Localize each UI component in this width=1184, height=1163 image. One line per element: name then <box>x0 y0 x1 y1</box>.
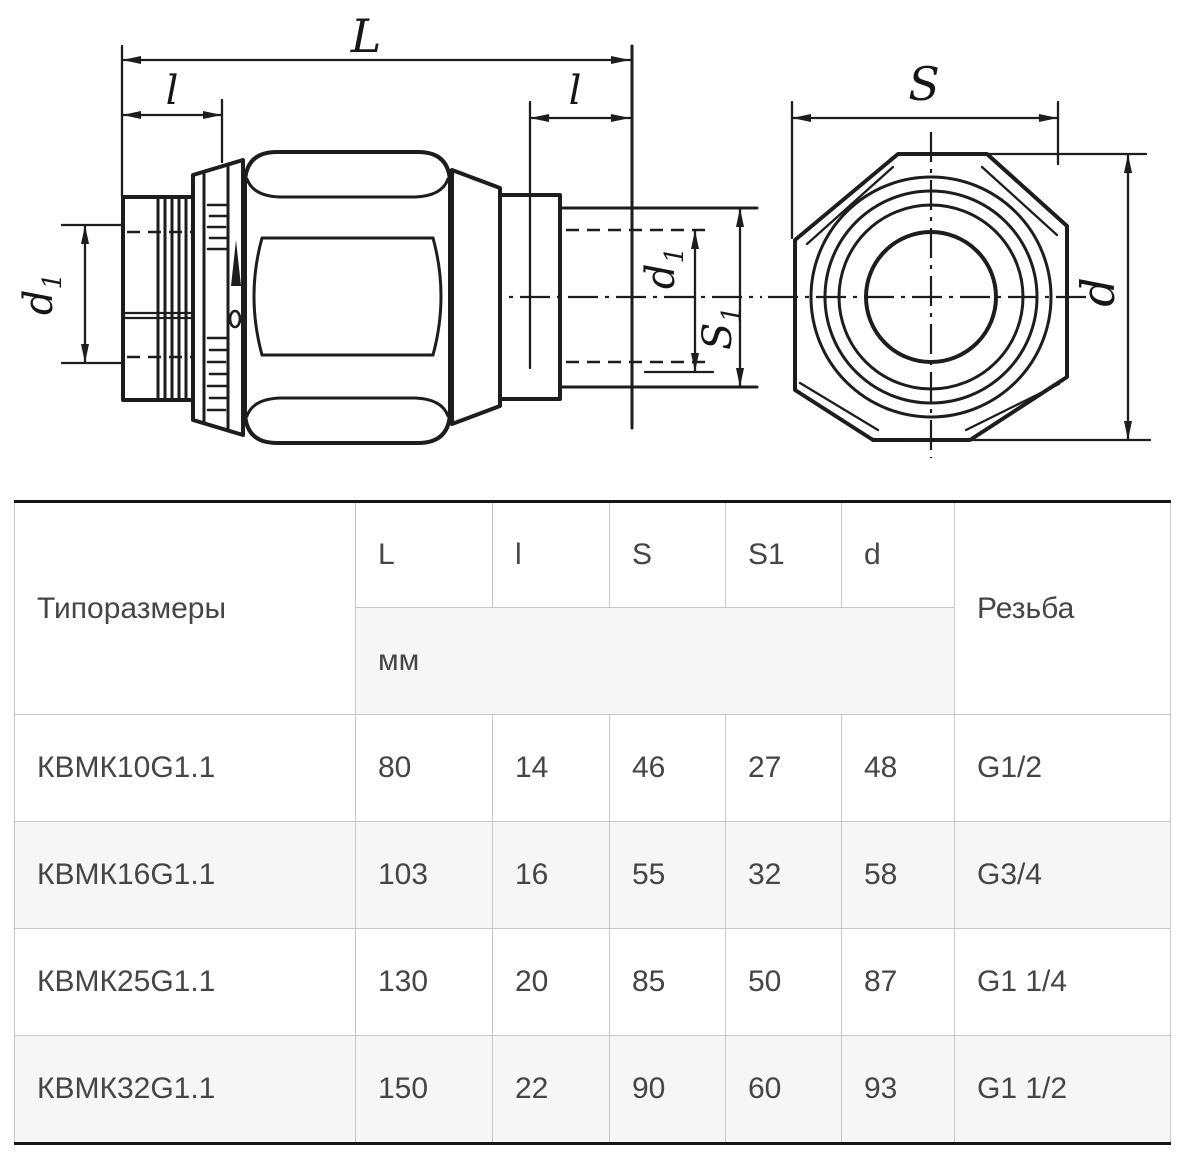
dim-d1-mid: d1 <box>638 228 699 374</box>
cell-thread: G1 1/2 <box>954 1035 1171 1144</box>
col-header-l: l <box>492 501 610 608</box>
octagon-chamfer-lines <box>798 165 1061 432</box>
col-header-S: S <box>609 501 726 608</box>
label-l-left: l <box>166 68 179 114</box>
knurl-pointer <box>231 240 241 286</box>
cell-S: 46 <box>609 714 726 822</box>
nipple-thread <box>121 195 245 402</box>
outer-circle <box>809 175 1053 419</box>
label-d1-left: d1 <box>16 273 68 315</box>
side-view <box>121 44 762 445</box>
table-row: КВМК32G1.1 150 22 90 60 93 G1 1/2 <box>14 1035 1171 1144</box>
row-name: КВМК16G1.1 <box>14 821 356 929</box>
cell-L: 80 <box>355 714 493 822</box>
header-row: Типоразмеры L l S S1 d Резьба <box>14 501 1171 715</box>
row-name: КВМК32G1.1 <box>14 1035 356 1144</box>
technical-drawing: L l l d1 d1 <box>16 9 1152 458</box>
cell-l: 20 <box>492 928 610 1036</box>
end-centerlines <box>768 132 1092 458</box>
cell-S: 55 <box>609 821 726 929</box>
row-name: КВМК25G1.1 <box>14 928 356 1036</box>
row-name: КВМК10G1.1 <box>14 714 356 822</box>
cell-l: 14 <box>492 714 610 822</box>
cell-l: 16 <box>492 821 610 929</box>
cell-L: 150 <box>355 1035 493 1144</box>
label-S: S <box>908 57 940 111</box>
label-d1-mid: d1 <box>638 247 690 289</box>
cell-thread: G1/2 <box>954 714 1171 822</box>
col-header-type: Типоразмеры <box>14 501 356 715</box>
cell-thread: G1 1/4 <box>954 928 1171 1036</box>
right-cylinder <box>558 44 759 430</box>
cell-S: 90 <box>609 1035 726 1144</box>
table-row: КВМК16G1.1 103 16 55 32 58 G3/4 <box>14 821 1171 929</box>
knurl-dot <box>228 309 242 329</box>
cell-S1: 50 <box>725 928 842 1036</box>
hex-body <box>243 150 452 445</box>
col-header-L: L <box>355 501 493 608</box>
col-header-S1: S1 <box>725 501 842 608</box>
dim-S1: S1 <box>695 206 747 389</box>
dim-l-right: l <box>528 68 632 370</box>
cell-S: 85 <box>609 928 726 1036</box>
col-header-d: d <box>841 501 955 608</box>
cell-L: 130 <box>355 928 493 1036</box>
dim-l-left: l <box>120 68 224 164</box>
knurled-collar <box>191 158 245 437</box>
unit-cell: мм <box>355 607 955 715</box>
col-header-thread: Резьба <box>954 501 1171 715</box>
table-row: КВМК25G1.1 130 20 85 50 87 G1 1/4 <box>14 928 1171 1036</box>
end-view <box>768 132 1092 458</box>
cell-S1: 32 <box>725 821 842 929</box>
cell-d: 48 <box>841 714 955 822</box>
cell-L: 103 <box>355 821 493 929</box>
dim-d: d <box>901 152 1152 442</box>
spec-table-container: Типоразмеры L l S S1 d Резьба мм КВМК10G… <box>14 500 1171 1145</box>
dim-d1-left: d1 <box>16 223 123 365</box>
table-row: КВМК10G1.1 80 14 46 27 48 G1/2 <box>14 714 1171 822</box>
cell-S1: 60 <box>725 1035 842 1144</box>
label-S1: S1 <box>695 306 747 350</box>
chamfer-collar <box>450 168 502 426</box>
cell-d: 58 <box>841 821 955 929</box>
label-l-right: l <box>569 68 582 114</box>
cell-thread: G3/4 <box>954 821 1171 929</box>
label-d: d <box>1071 277 1125 306</box>
spec-table: Типоразмеры L l S S1 d Резьба мм КВМК10G… <box>14 500 1171 1145</box>
label-L: L <box>350 9 382 63</box>
unit-row: мм <box>15 607 1171 715</box>
cell-d: 93 <box>841 1035 955 1144</box>
cell-d: 87 <box>841 928 955 1036</box>
cell-l: 22 <box>492 1035 610 1144</box>
cell-S1: 27 <box>725 714 842 822</box>
dim-L: L <box>120 9 632 199</box>
